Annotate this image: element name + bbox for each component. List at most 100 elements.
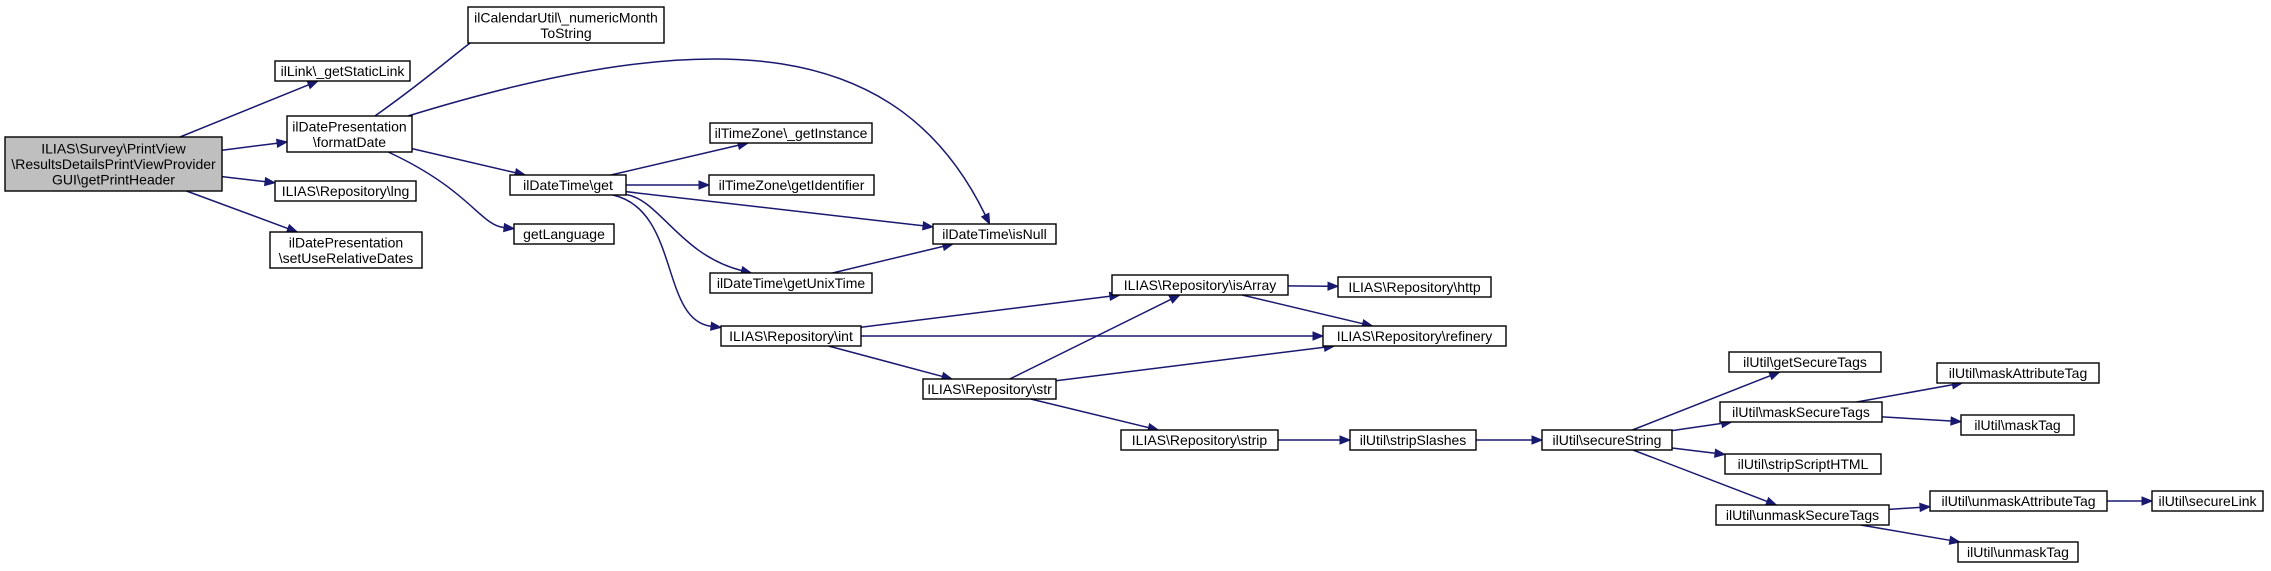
function-node-isNull[interactable]: ilDateTime\isNull: [932, 223, 1057, 245]
arrowhead-icon: [922, 221, 935, 231]
call-edge-dtGet-to-getIdentifier: [626, 180, 711, 190]
function-node-dtGet[interactable]: ilDateTime\get: [509, 174, 627, 196]
call-edge-maskSecureTags-to-maskAttributeTag: [1856, 380, 1964, 403]
function-node-getIdentifier[interactable]: ilTimeZone\getIdentifier: [708, 174, 875, 196]
call-edge-unmaskSecureTags-to-unmaskTag: [1860, 524, 1962, 545]
call-edge-line: [1055, 346, 1325, 382]
node-label: ILIAS\Repository\isArray: [1124, 277, 1277, 293]
node-label: \ResultsDetailsPrintViewProvider: [11, 156, 216, 172]
function-node-repoInt[interactable]: ILIAS\Repository\int: [720, 325, 862, 347]
arrowhead-icon: [1339, 435, 1352, 445]
call-edge-isArray-to-refinery: [1241, 294, 1374, 329]
call-edge-line: [1009, 298, 1172, 380]
function-node-unmaskTag[interactable]: ilUtil\unmaskTag: [1957, 541, 2079, 563]
call-edge-line: [1860, 524, 1951, 542]
node-box: [513, 223, 615, 245]
call-edge-line: [1856, 384, 1953, 403]
call-edge-line: [828, 345, 943, 378]
node-box: [1929, 490, 2108, 512]
arrowhead-icon: [264, 176, 277, 187]
arrowhead-icon: [1168, 294, 1181, 304]
node-box: [720, 325, 862, 347]
function-node-secureString[interactable]: ilUtil\secureString: [1541, 429, 1673, 451]
call-edge-isArray-to-repoHttp: [1287, 281, 1340, 291]
node-label: ILIAS\Repository\str: [927, 381, 1052, 397]
node-label: ILIAS\Repository\refinery: [1337, 328, 1493, 344]
node-box: [1322, 325, 1507, 347]
call-edge-secureString-to-stripScriptHTML: [1671, 447, 1727, 458]
arrowhead-icon: [698, 180, 711, 190]
node-box: [1724, 453, 1882, 475]
function-node-setUseRelativeDates[interactable]: ilDatePresentation\setUseRelativeDates: [269, 231, 423, 269]
node-box: [1337, 276, 1492, 298]
function-node-repoStr[interactable]: ILIAS\Repository\str: [922, 378, 1057, 400]
call-edge-line: [1632, 374, 1771, 431]
node-label: ilUtil\stripSlashes: [1360, 432, 1467, 448]
call-edge-formatDate-to-isNull: [407, 58, 991, 226]
call-edge-line: [1632, 449, 1768, 503]
call-edge-line: [625, 190, 924, 227]
call-edge-repoInt-to-refinery: [861, 331, 1325, 341]
function-node-isArray[interactable]: ILIAS\Repository\isArray: [1111, 274, 1289, 296]
function-node-formatDate[interactable]: ilDatePresentation\formatDate: [286, 115, 413, 153]
function-node-repoHttp[interactable]: ILIAS\Repository\http: [1337, 276, 1492, 298]
node-label: ilUtil\unmaskAttributeTag: [1941, 493, 2095, 509]
function-node-getInstance[interactable]: ilTimeZone\_getInstance: [709, 122, 873, 144]
node-box: [1936, 362, 2100, 384]
function-node-maskAttributeTag[interactable]: ilUtil\maskAttributeTag: [1936, 362, 2100, 384]
function-node-refinery[interactable]: ILIAS\Repository\refinery: [1322, 325, 1507, 347]
node-label: ilCalendarUtil\_numericMonth: [474, 9, 658, 25]
node-label: ilDateTime\get: [523, 177, 613, 193]
node-box: [1111, 274, 1289, 296]
call-edge-line: [407, 58, 986, 216]
call-edge-repoInt-to-repoStr: [828, 345, 954, 381]
call-edge-repoStrip-to-stripSlashes: [1278, 435, 1352, 445]
function-node-unmaskSecureTags[interactable]: ilUtil\unmaskSecureTags: [1715, 504, 1890, 526]
function-node-unmaskAttributeTag[interactable]: ilUtil\unmaskAttributeTag: [1929, 490, 2108, 512]
function-node-getStaticLink[interactable]: ilLink\_getStaticLink: [274, 60, 411, 82]
node-label: ilUtil\maskTag: [1974, 417, 2060, 433]
function-node-root: ILIAS\Survey\PrintView\ResultsDetailsPri…: [4, 136, 223, 192]
arrowhead-icon: [306, 80, 320, 90]
node-label: ilUtil\secureLink: [2158, 493, 2257, 509]
function-node-secureLink[interactable]: ilUtil\secureLink: [2151, 490, 2264, 512]
node-label: ILIAS\Repository\http: [1348, 279, 1481, 295]
call-edge-line: [832, 245, 944, 274]
function-node-getUnixTime[interactable]: ilDateTime\getUnixTime: [709, 272, 873, 294]
call-edge-line: [1671, 447, 1716, 454]
node-box: [269, 231, 423, 269]
function-node-maskSecureTags[interactable]: ilUtil\maskSecureTags: [1719, 401, 1883, 423]
node-box: [274, 180, 417, 202]
call-edge-line: [387, 151, 505, 229]
node-box: [1349, 429, 1477, 451]
node-box: [509, 174, 627, 196]
call-edge-dtGet-to-repoInt: [612, 194, 723, 331]
arrowhead-icon: [1531, 435, 1544, 445]
node-label: ILIAS\Repository\strip: [1132, 432, 1268, 448]
arrowhead-icon: [1764, 496, 1778, 506]
arrowhead-icon: [503, 222, 516, 233]
node-box: [709, 122, 873, 144]
call-edge-dtGet-to-getUnixTime: [625, 193, 753, 276]
arrowhead-icon: [1714, 448, 1727, 458]
node-box: [1719, 401, 1883, 423]
function-node-stripSlashes[interactable]: ilUtil\stripSlashes: [1349, 429, 1477, 451]
call-edge-line: [1030, 398, 1149, 429]
arrowhead-icon: [1312, 331, 1325, 341]
function-node-getSecureTags[interactable]: ilUtil\getSecureTags: [1728, 351, 1882, 373]
call-edge-line: [179, 84, 309, 138]
function-node-maskTag[interactable]: ilUtil\maskTag: [1960, 414, 2075, 436]
node-box: [1960, 414, 2075, 436]
call-edge-repoInt-to-isArray: [860, 291, 1122, 329]
node-label: ILIAS\Repository\int: [729, 328, 853, 344]
node-label: ilUtil\unmaskSecureTags: [1726, 507, 1879, 523]
node-box: [1957, 541, 2079, 563]
function-node-getLanguage[interactable]: getLanguage: [513, 223, 615, 245]
call-edge-line: [610, 144, 739, 176]
function-node-repoStrip[interactable]: ILIAS\Repository\strip: [1120, 429, 1279, 451]
function-node-lng[interactable]: ILIAS\Repository\lng: [274, 180, 417, 202]
function-node-stripScriptHTML[interactable]: ilUtil\stripScriptHTML: [1724, 453, 1882, 475]
arrowhead-icon: [1948, 535, 1962, 545]
